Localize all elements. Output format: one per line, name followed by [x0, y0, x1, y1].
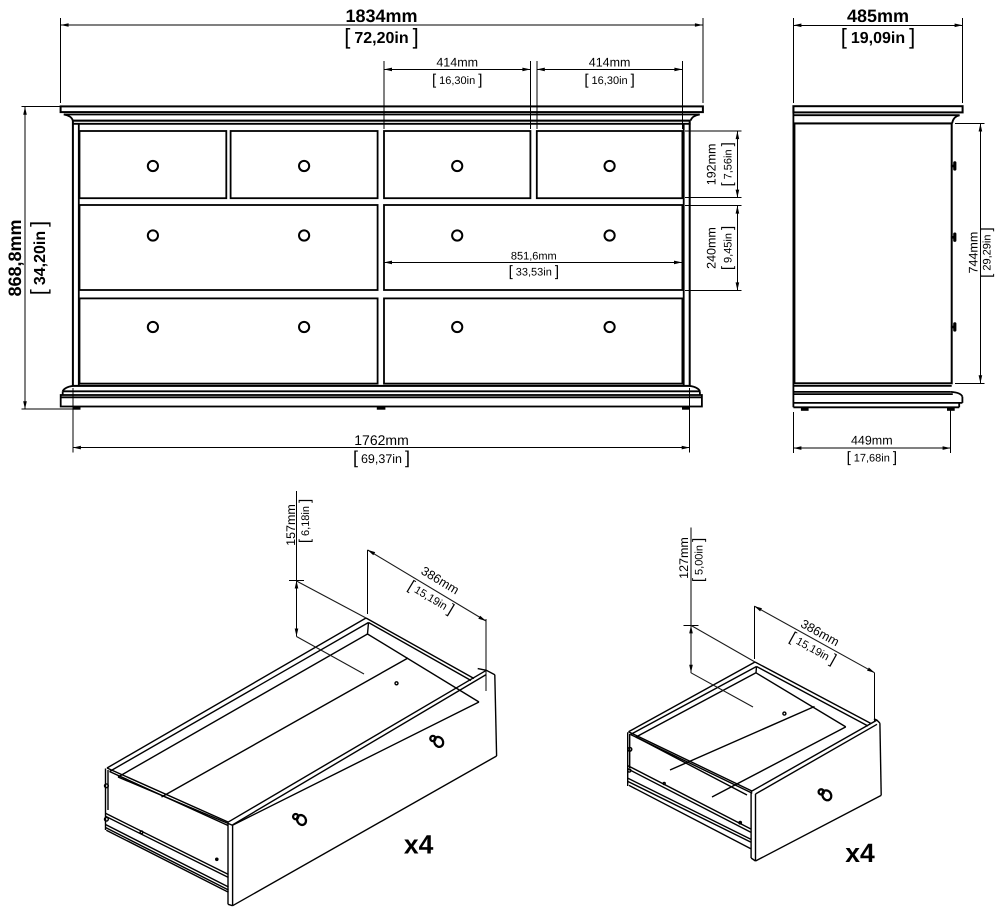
svg-text:[19,09in]: [19,09in] — [841, 24, 916, 49]
svg-text:[9,45in]: [9,45in] — [719, 226, 736, 270]
svg-text:1834mm: 1834mm — [345, 6, 417, 26]
svg-text:414mm: 414mm — [436, 56, 478, 70]
svg-text:240mm: 240mm — [705, 227, 719, 269]
svg-text:[29,29in]: [29,29in] — [978, 227, 995, 277]
svg-text:157mm: 157mm — [284, 504, 298, 546]
svg-text:127mm: 127mm — [677, 537, 691, 579]
svg-text:[34,20in]: [34,20in] — [26, 221, 51, 296]
svg-text:[17,68in]: [17,68in] — [847, 449, 897, 466]
svg-text:449mm: 449mm — [851, 434, 893, 448]
svg-text:414mm: 414mm — [589, 56, 631, 70]
svg-text:851,6mm: 851,6mm — [511, 251, 557, 263]
svg-text:[5,00in]: [5,00in] — [690, 538, 707, 582]
svg-text:[72,20in]: [72,20in] — [344, 24, 419, 49]
svg-text:744mm: 744mm — [967, 232, 981, 274]
svg-text:[7,56in]: [7,56in] — [719, 142, 736, 186]
svg-text:[16,30in]: [16,30in] — [432, 72, 482, 89]
svg-text:192mm: 192mm — [705, 144, 719, 186]
svg-text:x4: x4 — [845, 838, 875, 868]
svg-text:1762mm: 1762mm — [354, 432, 408, 448]
svg-text:[6,18in]: [6,18in] — [297, 499, 314, 543]
svg-text:[16,30in]: [16,30in] — [584, 72, 634, 89]
svg-text:485mm: 485mm — [847, 6, 909, 26]
svg-text:868,8mm: 868,8mm — [5, 219, 25, 296]
svg-text:[69,37in]: [69,37in] — [353, 448, 410, 468]
svg-text:[33,53in]: [33,53in] — [509, 263, 559, 280]
svg-text:x4: x4 — [404, 830, 434, 860]
